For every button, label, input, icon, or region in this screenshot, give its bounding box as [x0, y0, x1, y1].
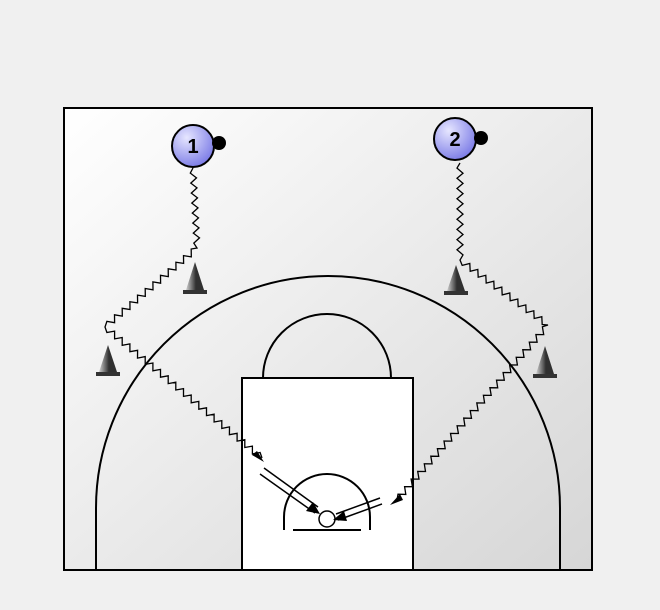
dribble-arrowhead-player-1 — [252, 451, 264, 462]
cone-left-elbow — [183, 262, 207, 294]
basket — [318, 510, 336, 528]
dribble-path-player-2 — [396, 162, 549, 501]
player-2: 2 — [433, 117, 488, 161]
movement-paths — [104, 162, 549, 505]
dribble-path-player-1 — [104, 167, 263, 459]
ball-icon — [474, 131, 488, 145]
cone-right-elbow — [444, 265, 468, 295]
player-1: 1 — [171, 124, 226, 168]
free-throw-circle — [262, 313, 392, 379]
dribble-arrowhead-player-2 — [390, 494, 403, 505]
player-2-label: 2 — [449, 129, 460, 151]
player-1-label: 1 — [187, 136, 198, 158]
shot-player-2 — [333, 497, 383, 521]
cone-right-wing — [533, 346, 557, 378]
shots — [259, 467, 383, 521]
cone-left-wing — [96, 345, 120, 376]
shot-player-1 — [259, 467, 320, 514]
half-court — [63, 107, 593, 571]
three-point-line — [95, 275, 561, 570]
ball-icon — [212, 136, 226, 150]
cones — [96, 262, 557, 378]
